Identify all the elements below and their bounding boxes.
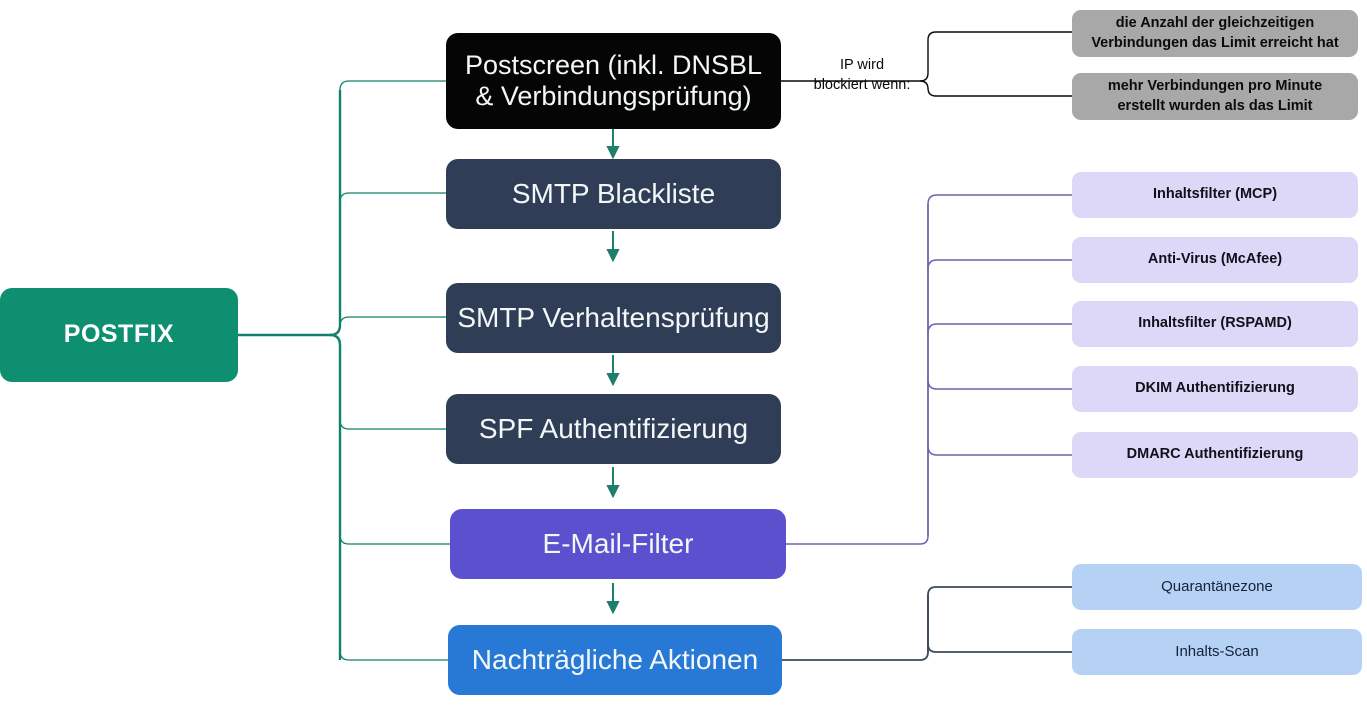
edge-label-ip-blocked-line1: IP wird xyxy=(839,57,885,73)
edge-label-ip-blocked: IP wird blockiert wenn: xyxy=(800,56,924,95)
leaf-quarantaenezone[interactable]: Quarantänezone xyxy=(1072,564,1362,610)
leaf-connections-per-minute-limit[interactable]: mehr Verbindungen pro Minute erstellt wu… xyxy=(1072,73,1358,120)
edge-label-ip-blocked-line2: blockiert wenn: xyxy=(813,76,911,93)
leaf-inhaltsfilter-mcp-label: Inhaltsfilter (MCP) xyxy=(1152,186,1278,203)
leaf-anti-virus-mcafee[interactable]: Anti-Virus (McAfee) xyxy=(1072,237,1358,283)
leaf-inhalts-scan[interactable]: Inhalts-Scan xyxy=(1072,629,1362,675)
node-smtp-verhaltenspruefung-label: SMTP Verhaltensprüfung xyxy=(457,302,770,334)
node-nachtraegliche-aktionen-label: Nachträgliche Aktionen xyxy=(471,644,759,676)
leaf-concurrent-connection-limit-line2: Verbindungen das Limit erreicht hat xyxy=(1091,34,1339,51)
node-email-filter-label: E-Mail-Filter xyxy=(542,528,694,560)
leaf-inhalts-scan-label: Inhalts-Scan xyxy=(1175,643,1259,661)
node-nachtraegliche-aktionen[interactable]: Nachträgliche Aktionen xyxy=(448,625,782,695)
node-postfix-root[interactable]: POSTFIX xyxy=(0,288,238,382)
leaf-inhaltsfilter-rspamd[interactable]: Inhaltsfilter (RSPAMD) xyxy=(1072,301,1358,347)
leaf-anti-virus-mcafee-label: Anti-Virus (McAfee) xyxy=(1147,251,1283,268)
leaf-concurrent-connection-limit-label: die Anzahl der gleichzeitigen Verbindung… xyxy=(1091,14,1338,52)
node-smtp-blackliste[interactable]: SMTP Blackliste xyxy=(446,159,781,229)
node-spf-authentifizierung-label: SPF Authentifizierung xyxy=(478,413,749,445)
leaf-connections-per-minute-limit-label: mehr Verbindungen pro Minute erstellt wu… xyxy=(1108,77,1322,115)
leaf-quarantaenezone-label: Quarantänezone xyxy=(1161,578,1273,596)
leaf-dmarc-authentifizierung[interactable]: DMARC Authentifizierung xyxy=(1072,432,1358,478)
leaf-connections-per-minute-limit-line1: mehr Verbindungen pro Minute xyxy=(1107,78,1323,95)
node-smtp-blackliste-label: SMTP Blackliste xyxy=(511,178,716,210)
node-postscreen-label-line2: & Verbindungsprüfung) xyxy=(475,81,752,111)
node-postfix-root-label: POSTFIX xyxy=(63,320,175,349)
node-postscreen-label-line1: Postscreen (inkl. DNSBL xyxy=(464,49,763,80)
node-spf-authentifizierung[interactable]: SPF Authentifizierung xyxy=(446,394,781,464)
leaf-dkim-authentifizierung-label: DKIM Authentifizierung xyxy=(1135,380,1295,397)
leaf-dkim-authentifizierung[interactable]: DKIM Authentifizierung xyxy=(1072,366,1358,412)
leaf-inhaltsfilter-mcp[interactable]: Inhaltsfilter (MCP) xyxy=(1072,172,1358,218)
node-postscreen[interactable]: Postscreen (inkl. DNSBL & Verbindungsprü… xyxy=(446,33,781,129)
leaf-connections-per-minute-limit-line2: erstellt wurden als das Limit xyxy=(1117,97,1313,114)
node-email-filter[interactable]: E-Mail-Filter xyxy=(450,509,786,579)
node-smtp-verhaltenspruefung[interactable]: SMTP Verhaltensprüfung xyxy=(446,283,781,353)
leaf-concurrent-connection-limit[interactable]: die Anzahl der gleichzeitigen Verbindung… xyxy=(1072,10,1358,57)
leaf-inhaltsfilter-rspamd-label: Inhaltsfilter (RSPAMD) xyxy=(1138,315,1292,332)
leaf-concurrent-connection-limit-line1: die Anzahl der gleichzeitigen xyxy=(1115,15,1315,32)
leaf-dmarc-authentifizierung-label: DMARC Authentifizierung xyxy=(1126,446,1304,463)
node-postscreen-label: Postscreen (inkl. DNSBL & Verbindungsprü… xyxy=(465,50,762,113)
